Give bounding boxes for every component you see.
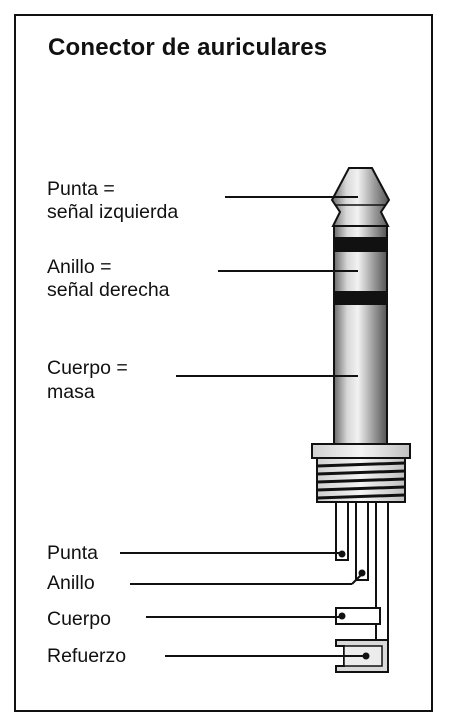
label-cuerpo-line1: Cuerpo =	[47, 357, 128, 379]
leader-anillo-terminal-rise	[351, 573, 363, 585]
label-refuerzo-terminal: Refuerzo	[47, 645, 127, 667]
label-cuerpo-terminal: Cuerpo	[47, 608, 111, 630]
insulator-band-bottom	[334, 291, 387, 304]
plug-sleeve	[333, 303, 388, 445]
plug-collar	[311, 443, 411, 459]
label-punta-terminal: Punta	[47, 542, 98, 564]
label-cuerpo-line2: masa	[47, 381, 95, 403]
terminal-ring-strip	[355, 501, 369, 581]
label-anillo-terminal: Anillo	[47, 572, 95, 594]
plug-neck	[333, 225, 388, 239]
label-anillo-line1: Anillo =	[47, 256, 112, 278]
label-punta-line1: Punta =	[47, 178, 115, 200]
terminal-tip-strip	[335, 501, 349, 561]
label-punta-line2: señal izquierda	[47, 201, 179, 223]
thread-lines	[316, 461, 406, 500]
label-anillo-line2: señal derecha	[47, 279, 170, 301]
insulator-band-top	[334, 238, 387, 252]
diagram-title: Conector de auriculares	[48, 34, 328, 61]
